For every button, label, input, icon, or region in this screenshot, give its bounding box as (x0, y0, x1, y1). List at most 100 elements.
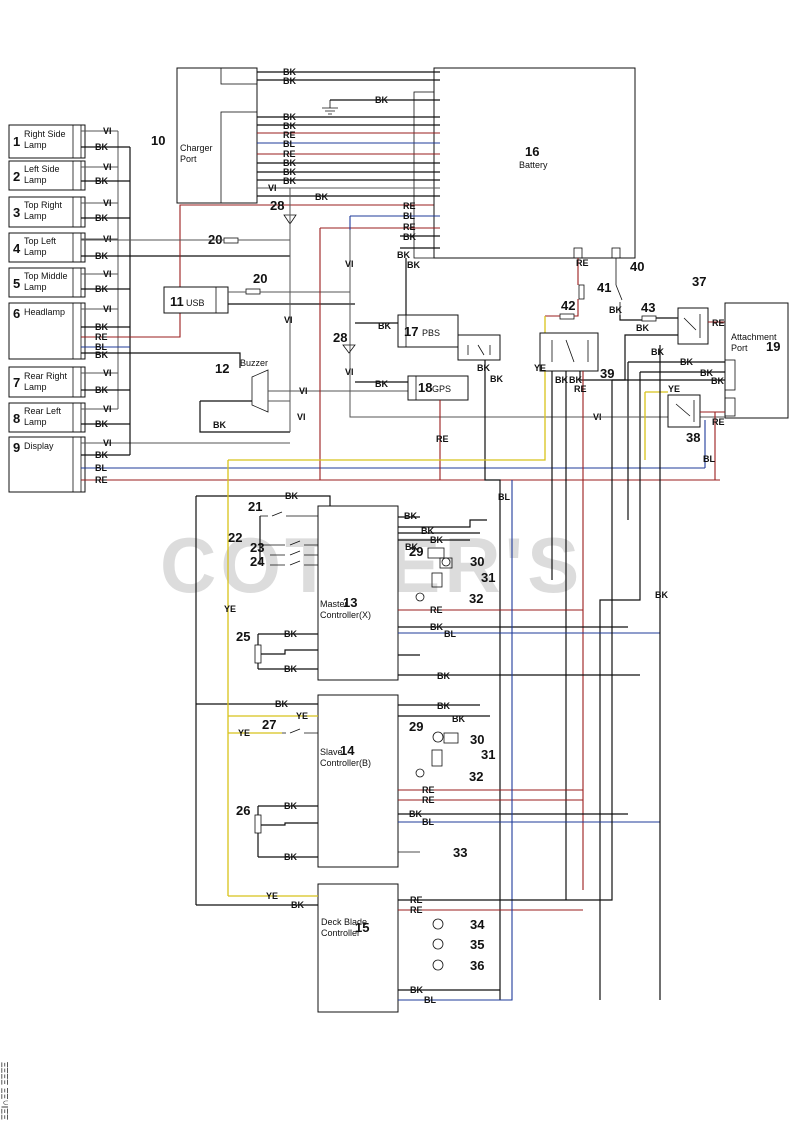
wire-color-label: BK (95, 450, 108, 460)
rear-right-lamp-name-2: Lamp (24, 382, 47, 392)
wire-color-label: RE (410, 905, 423, 915)
pbs-name: PBS (422, 328, 440, 338)
diode-28-lower-number: 28 (333, 330, 347, 345)
wire-color-label: RE (430, 605, 443, 615)
master-controller-name-1: Master (320, 599, 348, 609)
wire-color-label: RE (403, 222, 416, 232)
wire-color-label: BK (283, 67, 296, 77)
charger-port-name-2: Port (180, 154, 197, 164)
wire-color-label: BK (651, 347, 664, 357)
rear-left-lamp-name-2: Lamp (24, 417, 47, 427)
relay-38-number: 38 (686, 430, 700, 445)
relay-37: 37 RE (677, 274, 728, 345)
sensor-32-slave-number: 32 (469, 769, 483, 784)
wire-color-label: BK (409, 809, 422, 819)
left-side-lamp-number: 2 (13, 169, 20, 184)
wire-color-label: BL (424, 995, 436, 1005)
wire-color-label: BK (283, 112, 296, 122)
wire-color-label: BK (430, 535, 443, 545)
wire-color-label: VI (103, 304, 112, 314)
wire-color-label: BK (291, 900, 304, 910)
motor-35-number: 35 (470, 937, 484, 952)
wire-color-label: BK (283, 167, 296, 177)
side-code: ΞΞΙ∩ΞΞ ΞΞΞΞ (0, 1062, 10, 1120)
wire-color-label: RE (422, 795, 435, 805)
battery-box (433, 67, 636, 259)
slave-controller: Slave 14 Controller(B) BK YE 27 YE 26 BK… (196, 694, 660, 868)
usb-port: 11 USB 20 (163, 271, 355, 314)
wire-color-label: BK (711, 376, 724, 386)
attachment-port-number: 19 (766, 339, 780, 354)
wire-color-label: RE (436, 434, 449, 444)
charger-port-name-1: Charger (180, 143, 213, 153)
wire-color-label: BK (95, 251, 108, 261)
battery-number: 16 (525, 144, 539, 159)
wire-color-label: BL (95, 463, 107, 473)
wire-color-label: VI (103, 404, 112, 414)
top-middle-lamp-box (8, 267, 86, 298)
diode-28-top-number: 28 (270, 198, 284, 213)
wire-color-label: BK (315, 192, 328, 202)
right-side-lamp-box (8, 124, 86, 159)
lamp-column: 1 Right Side Lamp 2 Left Side Lamp 3 Top… (8, 124, 86, 493)
wire-color-label: BL (444, 629, 456, 639)
wire-color-label: BK (555, 375, 568, 385)
battery: 16 Battery (413, 67, 636, 259)
wire-color-label: RE (283, 130, 296, 140)
rear-left-lamp-box (8, 402, 86, 433)
relay-33-number: 33 (453, 845, 467, 860)
buzzer-number: 12 (215, 361, 229, 376)
right-buses: BK (398, 345, 668, 1000)
wire-color-label: RE (95, 475, 108, 485)
lamp-wires: VI BK VI BK VI BK VI BK VI BK VI BK RE B… (81, 126, 720, 485)
display-box (8, 436, 86, 493)
wire-color-label: VI (268, 183, 277, 193)
wire-color-label: BK (569, 375, 582, 385)
gps-number: 18 (418, 380, 432, 395)
slave-controller-name-1: Slave (320, 747, 343, 757)
rear-left-lamp-number: 8 (13, 411, 20, 426)
wire-color-label: RE (712, 318, 725, 328)
headlamp-name: Headlamp (24, 307, 65, 317)
sensor-30-slave-number: 30 (470, 732, 484, 747)
wire-color-label: BK (95, 176, 108, 186)
pot-26-number: 26 (236, 803, 250, 818)
wire-color-label: RE (403, 201, 416, 211)
switch-22-number: 22 (228, 530, 242, 545)
rear-right-lamp-name-1: Rear Right (24, 371, 68, 381)
wire-color-label: RE (95, 332, 108, 342)
wire-color-label: BK (403, 232, 416, 242)
wire-color-label: BK (284, 664, 297, 674)
wire-color-label: BK (284, 852, 297, 862)
wire-color-label: BK (95, 419, 108, 429)
wire-color-label: BK (430, 622, 443, 632)
wire-color-label: BK (95, 385, 108, 395)
wire-color-label: RE (283, 149, 296, 159)
wire-color-label: BK (404, 511, 417, 521)
wire-color-label: BL (703, 454, 715, 464)
attachment-port-name-1: Attachment (731, 332, 777, 342)
master-controller: Master 13 Controller(X) BK 21 22 23 24 2… (228, 491, 660, 681)
pbs-number: 17 (404, 324, 418, 339)
switch-27-number: 27 (262, 717, 276, 732)
wire-color-label: BK (283, 121, 296, 131)
usb-box (163, 286, 229, 314)
fuse-20-usb-number: 20 (253, 271, 267, 286)
sensor-30-master-number: 30 (470, 554, 484, 569)
gps: 18 GPS BK RE (355, 375, 469, 480)
wire-color-label: RE (576, 258, 589, 268)
pbs: 17 PBS BK (355, 258, 459, 348)
diode-28-lower: 28 (333, 330, 356, 354)
rear-right-lamp-number: 7 (13, 375, 20, 390)
wire-color-label: BK (421, 526, 434, 536)
slave-controller-number: 14 (340, 743, 355, 758)
wire-color-label: BK (636, 323, 649, 333)
charger-port: 10 Charger Port (151, 67, 258, 204)
wire-color-label: BK (609, 305, 622, 315)
wire-color-label: BL (95, 342, 107, 352)
wire-color-label: VI (103, 368, 112, 378)
wire-color-label: BK (213, 420, 226, 430)
wire-color-label: RE (422, 785, 435, 795)
headlamp-box (8, 302, 86, 360)
